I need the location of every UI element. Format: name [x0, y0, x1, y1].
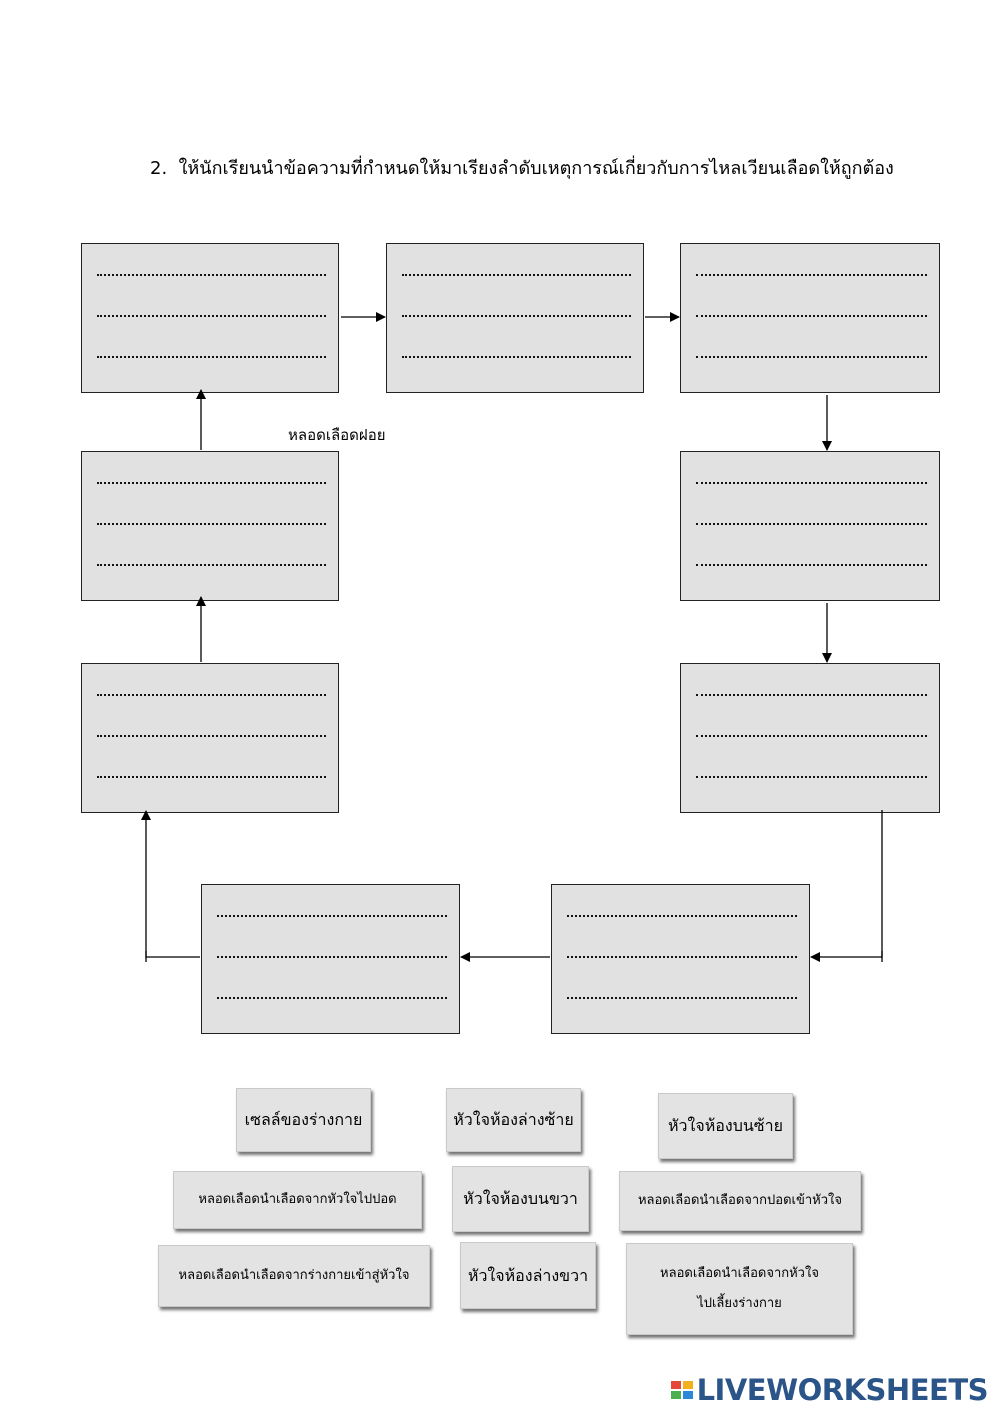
liveworksheets-icon	[670, 1381, 693, 1399]
question-text: ให้นักเรียนนำข้อความที่กำหนดให้มาเรียงลำ…	[178, 158, 894, 179]
question-number: 2.	[150, 158, 168, 179]
arrow-box5-to-box6	[810, 810, 883, 962]
answer-card-lungs-to-heart[interactable]: หลอดเลือดนำเลือดจากปอดเข้าหัวใจ	[619, 1171, 861, 1231]
answer-box-9[interactable]	[81, 451, 339, 601]
flow-arrows	[141, 312, 883, 962]
answer-box-7[interactable]	[201, 884, 460, 1034]
answer-box-1[interactable]	[81, 243, 339, 393]
arrow-box7-to-box8	[141, 810, 200, 958]
answer-card-left-atrium[interactable]: หัวใจห้องบนซ้าย	[658, 1093, 793, 1159]
liveworksheets-logo: LIVEWORKSHEETS	[670, 1372, 989, 1408]
answer-card-body-to-heart[interactable]: หลอดเลือดนำเลือดจากร่างกายเข้าสู่หัวใจ	[158, 1245, 430, 1307]
answer-card-heart-to-lungs[interactable]: หลอดเลือดนำเลือดจากหัวใจไปปอด	[173, 1171, 422, 1229]
brand-name: LIVEWORKSHEETS	[696, 1373, 989, 1407]
answer-card-heart-to-body[interactable]: หลอดเลือดนำเลือดจากหัวใจ ไปเลี้ยงร่างกาย	[626, 1243, 853, 1335]
question-title: 2. ให้นักเรียนนำข้อความที่กำหนดให้มาเรีย…	[150, 156, 910, 182]
answer-card-right-ventricle[interactable]: หัวใจห้องล่างขวา	[460, 1242, 596, 1309]
answer-box-4[interactable]	[680, 451, 940, 601]
answer-box-2[interactable]	[386, 243, 644, 393]
answer-box-8[interactable]	[81, 663, 339, 813]
answer-card-left-ventricle[interactable]: หัวใจห้องล่างซ้าย	[446, 1088, 581, 1152]
answer-card-body-cells[interactable]: เซลล์ของร่างกาย	[236, 1088, 371, 1152]
answer-box-3[interactable]	[680, 243, 940, 393]
answer-card-right-atrium[interactable]: หัวใจห้องบนขวา	[452, 1166, 589, 1232]
answer-box-6[interactable]	[551, 884, 810, 1034]
answer-box-5[interactable]	[680, 663, 940, 813]
capillary-hint-label: หลอดเลือดฝอย	[288, 426, 386, 444]
